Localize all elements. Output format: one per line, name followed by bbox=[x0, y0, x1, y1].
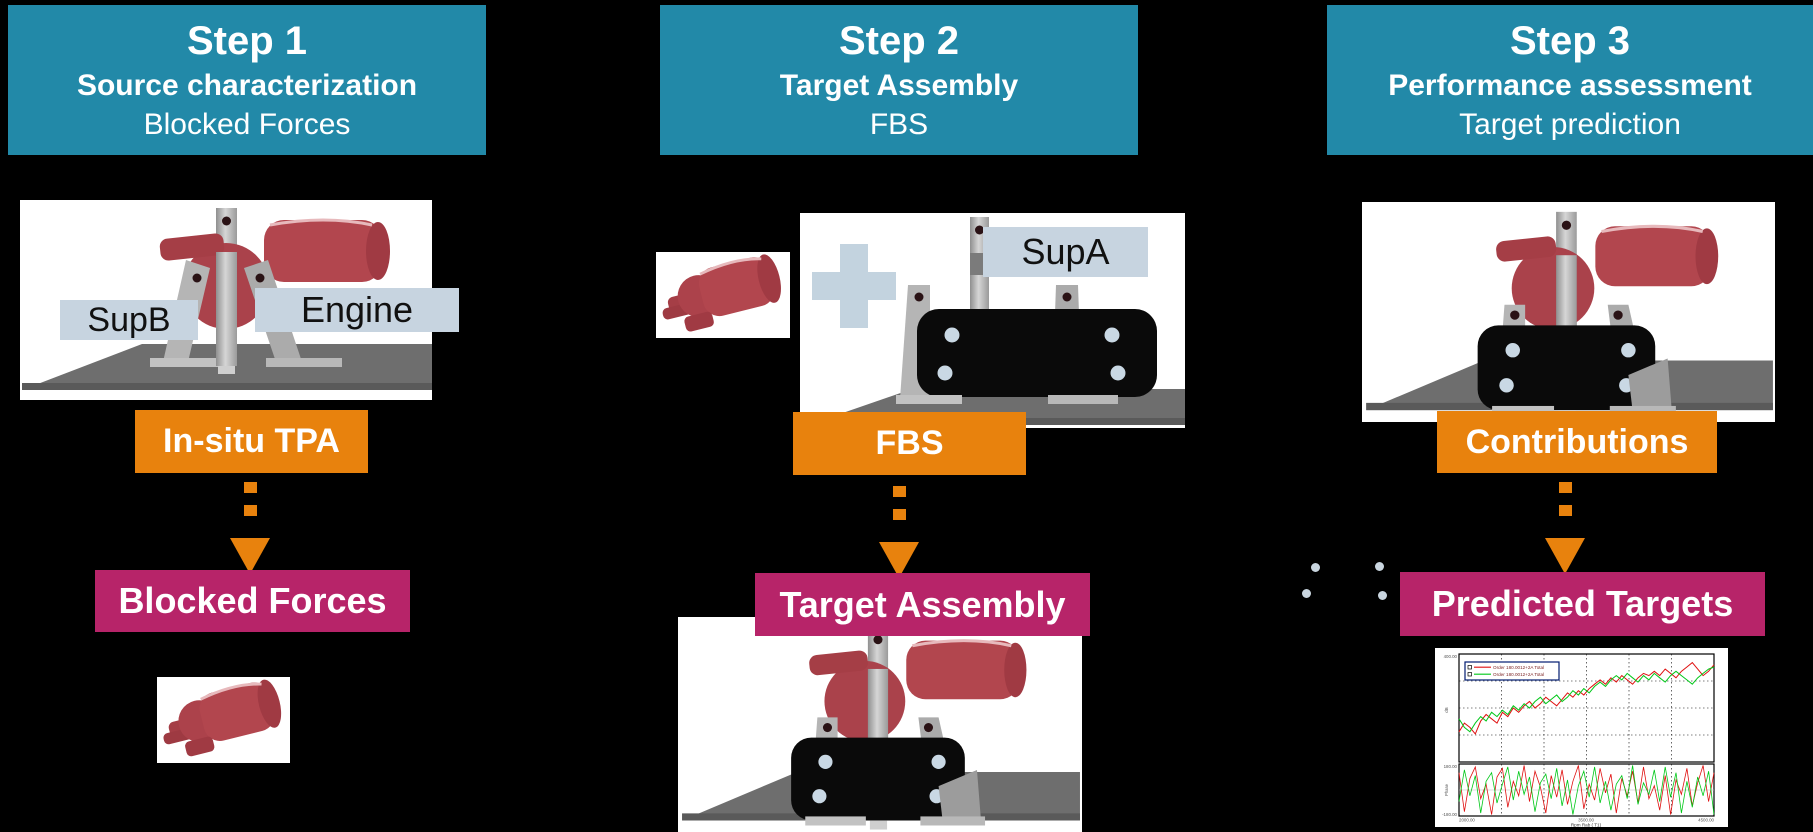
ellipsis-dot-icon bbox=[1375, 562, 1384, 571]
x-tick-left: 2000.00 bbox=[1459, 818, 1475, 823]
phase-series-green bbox=[1458, 765, 1715, 815]
down-arrow-icon bbox=[879, 486, 919, 578]
predicted-assembly-image bbox=[1362, 202, 1775, 422]
target-assembly-label: Target Assembly bbox=[779, 583, 1066, 625]
ellipsis-dot-icon bbox=[1311, 563, 1320, 572]
source-pump-image bbox=[157, 677, 290, 763]
predicted-targets-box: Predicted Targets bbox=[1400, 572, 1765, 636]
step1-title: Step 1 bbox=[186, 19, 308, 64]
step1-header: Step 1 Source characterization Blocked F… bbox=[8, 5, 486, 155]
engine-label: Engine bbox=[255, 288, 459, 332]
down-arrow-icon bbox=[1545, 482, 1585, 574]
predicted-targets-label: Predicted Targets bbox=[1431, 583, 1734, 624]
fbs-box: FBS bbox=[793, 412, 1026, 475]
prediction-chart: Order 180.0012+2A Total Order 180.0012+2… bbox=[1435, 648, 1728, 828]
amp-y-top-tick: 400.00 bbox=[1444, 654, 1458, 659]
arrow-dot bbox=[243, 482, 257, 493]
arrow-dot bbox=[892, 509, 906, 520]
arrow-dot bbox=[1558, 482, 1572, 493]
step1-method: Blocked Forces bbox=[143, 107, 351, 141]
arrow-dot bbox=[892, 486, 906, 497]
x-tick-right: 4500.00 bbox=[1698, 818, 1714, 823]
target-assembly-image bbox=[678, 617, 1082, 832]
insitu-tpa-label: In-situ TPA bbox=[163, 422, 340, 460]
blocked-forces-box: Blocked Forces bbox=[95, 570, 410, 632]
ellipsis-dot-icon bbox=[1302, 589, 1311, 598]
blocked-forces-label: Blocked Forces bbox=[118, 580, 387, 621]
x-axis-label: Rpm Rab ( T1) bbox=[1571, 823, 1602, 828]
step2-header: Step 2 Target Assembly FBS bbox=[660, 5, 1138, 155]
legend-entry-1: Order 180.0012+2A Total bbox=[1493, 665, 1544, 670]
phase-series-red bbox=[1458, 765, 1715, 815]
supb-label: SupB bbox=[60, 300, 198, 340]
step3-header: Step 3 Performance assessment Target pre… bbox=[1327, 5, 1813, 155]
step2-subtitle: Target Assembly bbox=[779, 69, 1019, 103]
ellipsis-dot-icon bbox=[1378, 591, 1387, 600]
insitu-tpa-box: In-situ TPA bbox=[135, 410, 368, 473]
arrow-head bbox=[879, 542, 919, 578]
step2-method: FBS bbox=[869, 107, 929, 141]
down-arrow-icon bbox=[230, 482, 270, 574]
legend-entry-2: Order 180.0012+2A Total bbox=[1493, 672, 1544, 677]
x-tick-mid: 3500.00 bbox=[1578, 818, 1594, 823]
contributions-box: Contributions bbox=[1437, 411, 1717, 473]
amplitude-series-red bbox=[1458, 661, 1715, 735]
arrow-head bbox=[1545, 538, 1585, 574]
arrow-dot bbox=[243, 505, 257, 516]
amp-y-axis-label: dB bbox=[1444, 707, 1449, 712]
arrow-dot bbox=[1558, 505, 1572, 516]
phase-bottom-tick: -180.00 bbox=[1442, 812, 1457, 817]
arrow-head bbox=[230, 538, 270, 574]
supa-label: SupA bbox=[983, 227, 1148, 277]
chart-legend: Order 180.0012+2A Total Order 180.0012+2… bbox=[1464, 661, 1560, 681]
phase-top-tick: 180.00 bbox=[1444, 764, 1458, 769]
step3-title: Step 3 bbox=[1509, 19, 1631, 64]
supb-label-text: SupB bbox=[87, 300, 171, 339]
step3-method: Target prediction bbox=[1459, 107, 1681, 141]
target-assembly-box: Target Assembly bbox=[755, 573, 1090, 636]
amplitude-series-green bbox=[1458, 666, 1715, 733]
engine-label-text: Engine bbox=[300, 289, 414, 330]
phase-y-axis-label: Phase bbox=[1444, 783, 1449, 796]
pump-component-image bbox=[656, 252, 790, 338]
contributions-label: Contributions bbox=[1465, 422, 1689, 461]
step2-title: Step 2 bbox=[838, 19, 960, 64]
grid-lines bbox=[1459, 654, 1714, 816]
step1-subtitle: Source characterization bbox=[76, 69, 418, 103]
step3-subtitle: Performance assessment bbox=[1388, 69, 1752, 103]
fbs-label: FBS bbox=[875, 424, 944, 462]
supa-label-text: SupA bbox=[1021, 231, 1110, 272]
